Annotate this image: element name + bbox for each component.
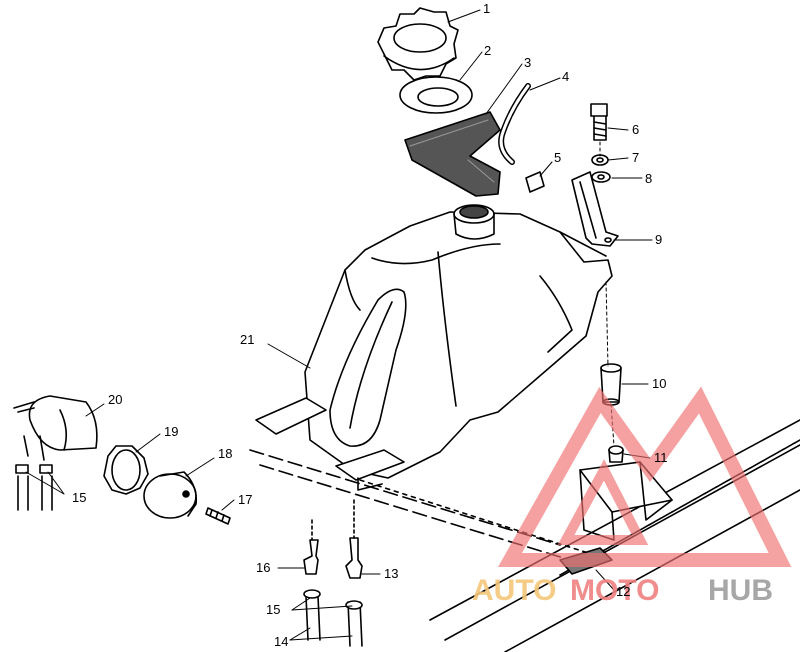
petcock-left — [303, 519, 319, 575]
callout-21: 21 — [240, 332, 254, 347]
callout-5: 5 — [554, 150, 561, 165]
callout-13: 13 — [384, 566, 398, 581]
fuel-lines-bottom — [303, 589, 363, 647]
callout-10: 10 — [652, 376, 666, 391]
fuel-cap — [377, 7, 459, 81]
callout-9: 9 — [655, 232, 662, 247]
callout-12: 12 — [616, 584, 630, 599]
watermark-triangle-icon — [498, 386, 792, 567]
watermark-hub: HUB — [708, 574, 773, 607]
ring-nut — [103, 445, 149, 495]
watermark: AUTO MOTO HUB — [472, 386, 792, 607]
callout-8: 8 — [645, 171, 652, 186]
screw — [205, 507, 231, 525]
callout-2: 2 — [484, 43, 491, 58]
watermark-auto: AUTO — [472, 574, 556, 607]
foam-vent — [404, 111, 501, 197]
callout-15-bottom: 15 — [266, 602, 280, 617]
petcock-right — [345, 499, 363, 579]
callout-15-left: 15 — [72, 490, 86, 505]
filter-cup — [143, 471, 198, 519]
callout-14: 14 — [274, 634, 288, 649]
washers — [591, 154, 611, 183]
fuel-pump — [13, 395, 98, 511]
fitting — [525, 171, 545, 193]
callout-11: 11 — [654, 450, 668, 465]
vent-hose — [498, 83, 531, 165]
watermark-moto: MOTO — [570, 574, 659, 607]
callout-16: 16 — [256, 560, 270, 575]
callout-6: 6 — [632, 122, 639, 137]
callout-7: 7 — [632, 150, 639, 165]
callout-4: 4 — [562, 69, 569, 84]
callout-3: 3 — [524, 55, 531, 70]
grommet — [608, 445, 624, 463]
callout-1: 1 — [483, 1, 490, 16]
gasket-ring — [399, 76, 473, 114]
fuel-tank — [255, 204, 613, 491]
callout-17: 17 — [238, 492, 252, 507]
bolt — [590, 103, 608, 141]
callout-19: 19 — [164, 424, 178, 439]
bracket — [571, 171, 619, 247]
callout-18: 18 — [218, 446, 232, 461]
callouts: 1 2 3 4 5 6 7 8 9 10 11 12 13 14 15 15 1… — [72, 1, 668, 649]
callout-20: 20 — [108, 392, 122, 407]
spacer — [600, 363, 622, 406]
